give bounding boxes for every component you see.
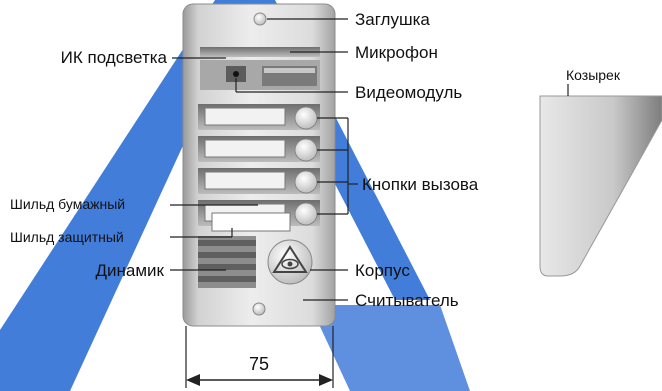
label-videomodul: Видеомодуль [355, 83, 462, 102]
call-button[interactable] [294, 138, 318, 162]
call-button[interactable] [294, 170, 318, 194]
call-button[interactable] [294, 106, 318, 130]
visor [539, 95, 662, 277]
label-knopki-vyzova: Кнопки вызова [362, 175, 479, 194]
reader-logo [267, 239, 313, 285]
label-shild-bumazhnyi: Шильд бумажный [10, 196, 125, 212]
label-dinamik: Динамик [96, 261, 165, 280]
bottom-screw [252, 302, 266, 316]
top-plug [253, 12, 267, 26]
call-button[interactable] [294, 202, 318, 226]
intercom-panel [182, 3, 336, 327]
call-button-rows [198, 104, 320, 232]
label-korpus: Корпус [355, 261, 410, 280]
speaker-grille [198, 236, 256, 288]
microphone-strip [200, 47, 320, 57]
label-schityvatel: Считыватель [355, 291, 459, 310]
width-dimension [186, 374, 333, 386]
label-mikrofon: Микрофон [355, 43, 438, 62]
leader-lines [170, 18, 569, 388]
watermark-base [310, 305, 470, 391]
protective-nameplate [211, 212, 291, 232]
label-zaglushka: Заглушка [355, 10, 430, 29]
label-shild-zashchitnyi: Шильд защитный [10, 229, 124, 245]
label-ik-podsvetka: ИК подсветка [61, 48, 168, 67]
dimension-value: 75 [249, 354, 269, 374]
label-kozyrek: Козырек [566, 67, 621, 83]
